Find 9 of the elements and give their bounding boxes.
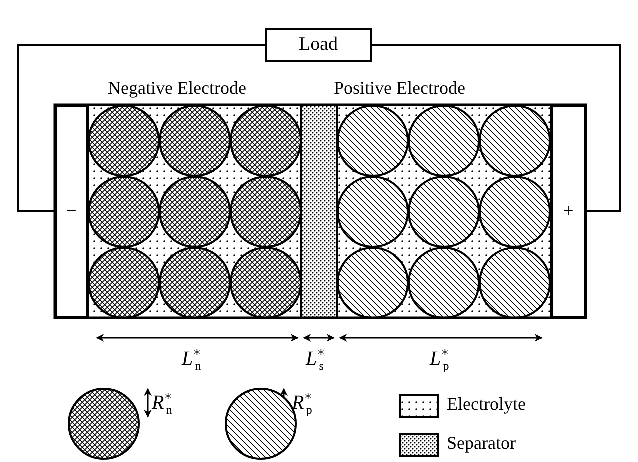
wire [17,44,265,212]
legend-label: Separator [447,433,516,454]
positive-current-collector [551,105,586,318]
negative-current-collector [55,105,88,318]
wire [372,44,621,212]
electrode-label: Positive Electrode [334,79,466,97]
legend-label: Electrolyte [447,394,526,415]
load-box [265,28,372,62]
electrode-label: Negative Electrode [108,79,246,97]
